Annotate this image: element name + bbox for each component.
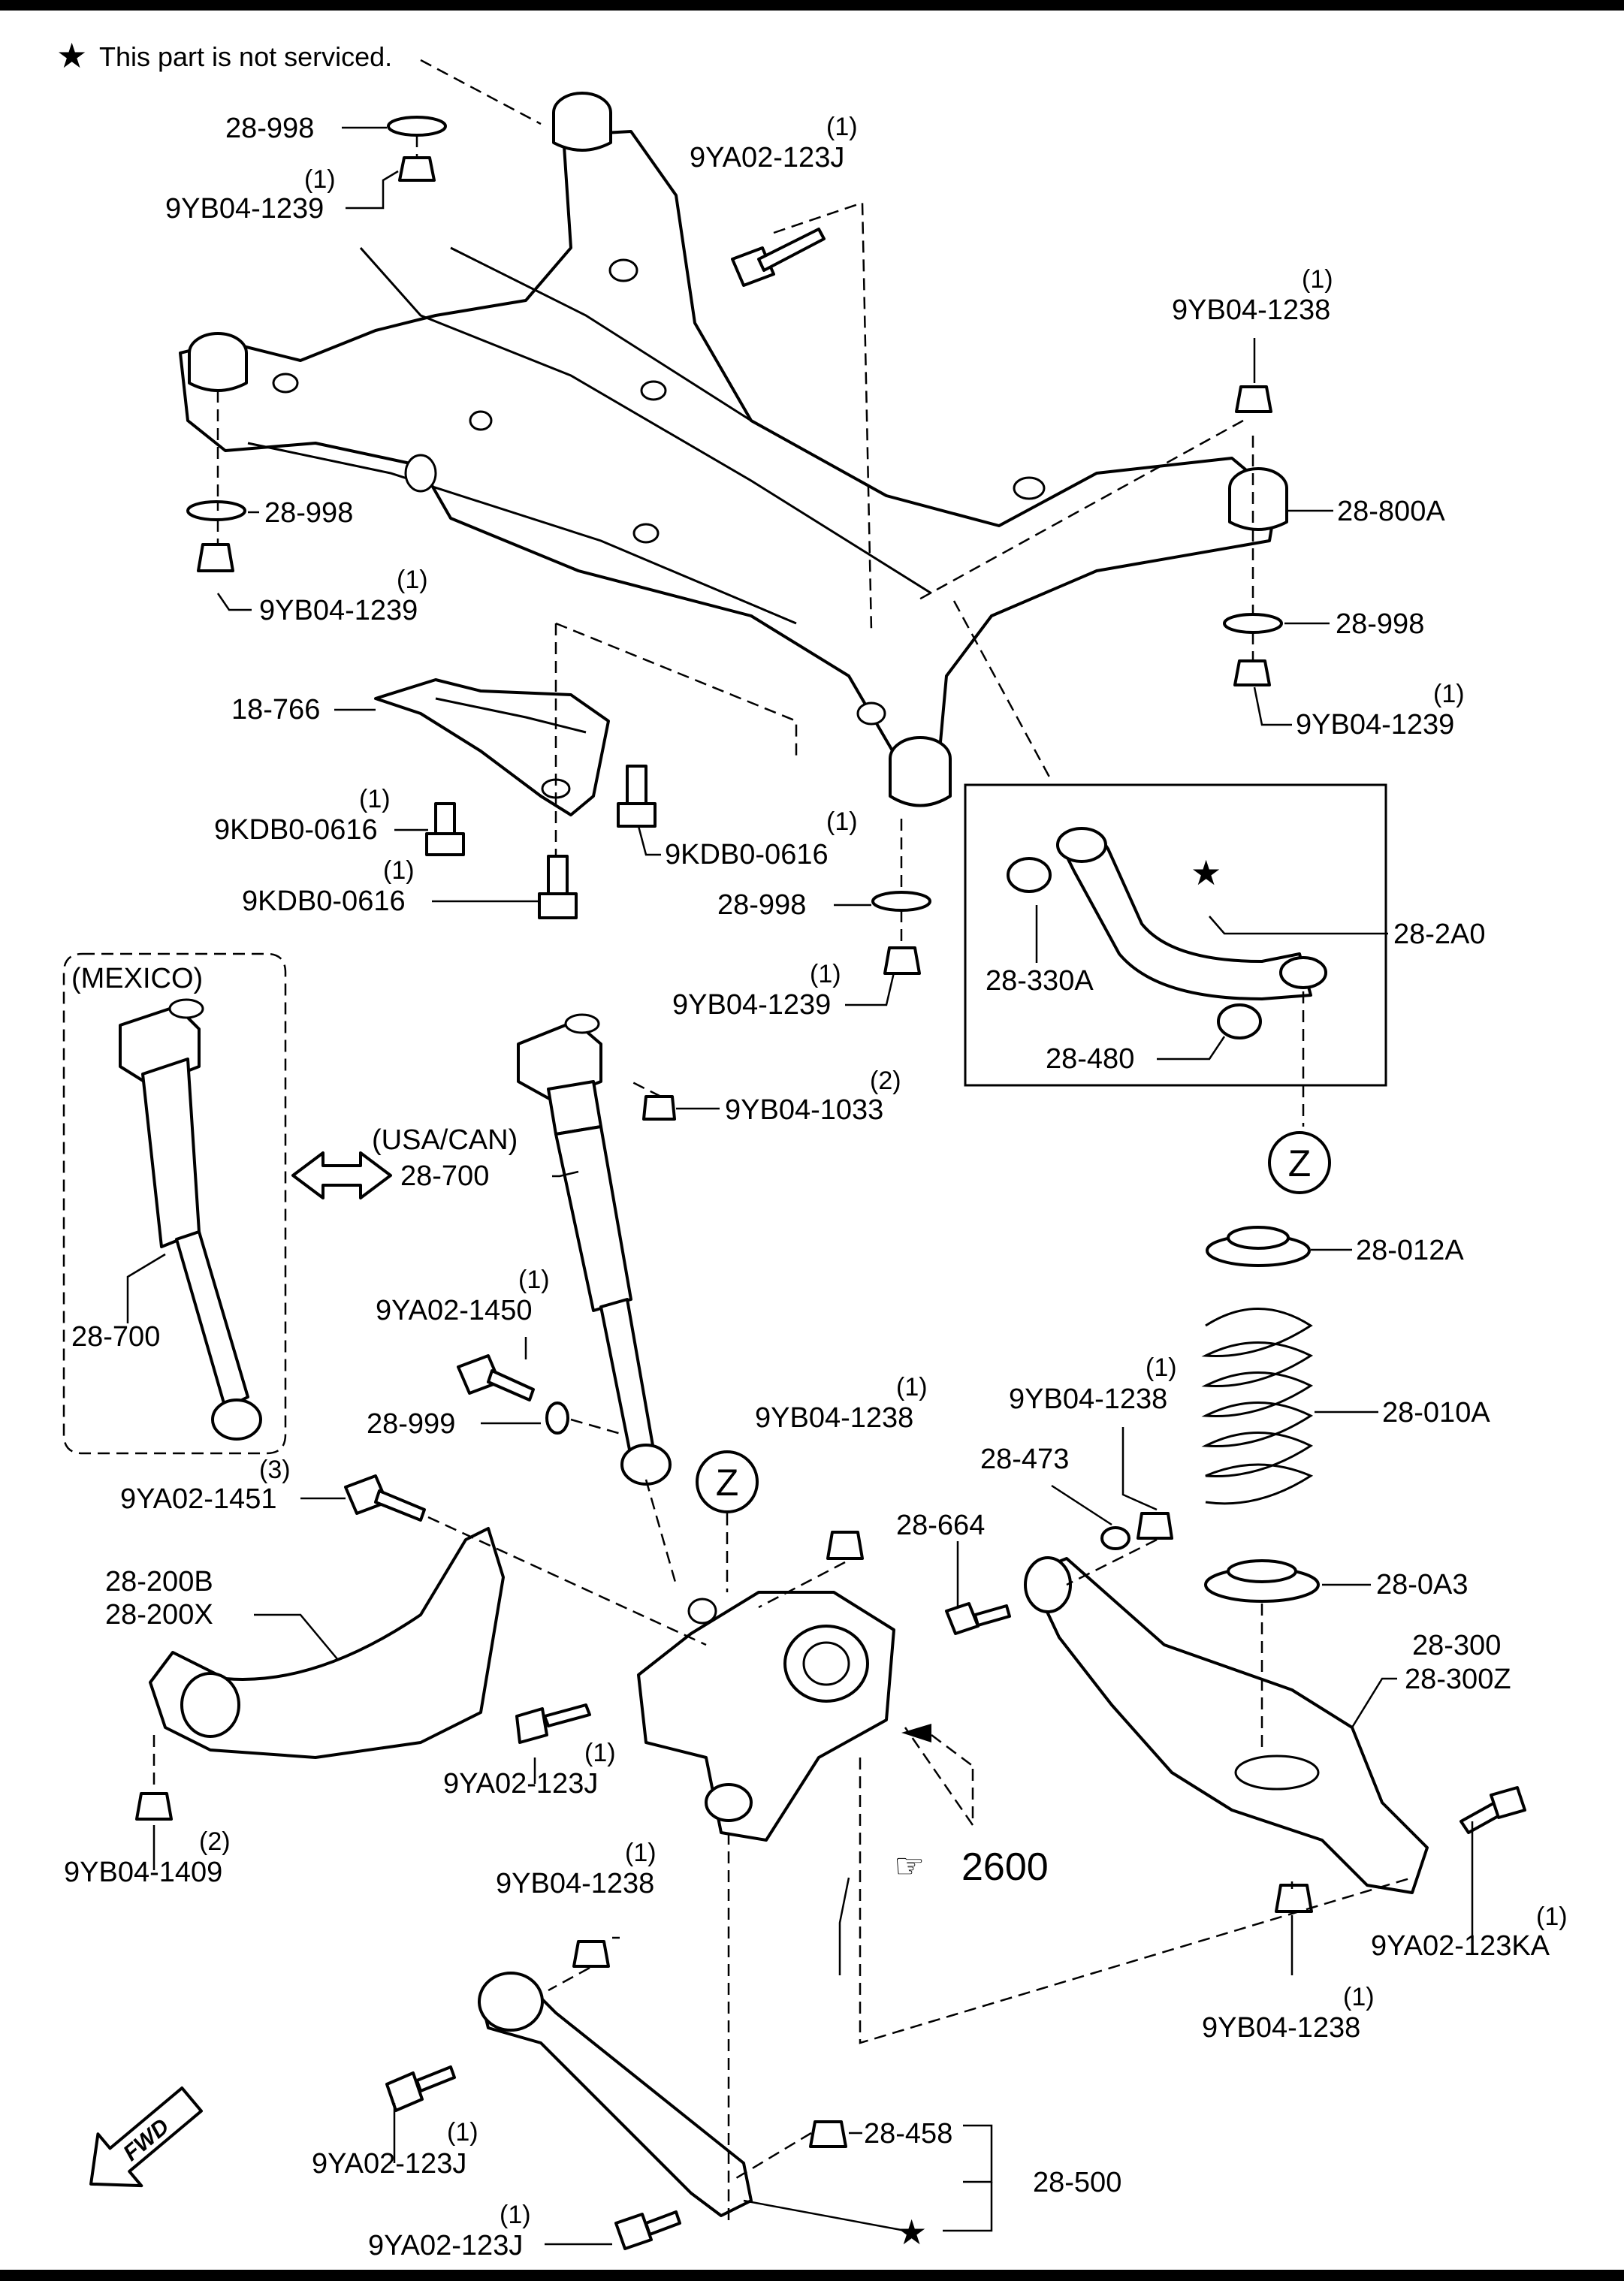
callout-part: 9YA02-123KA <box>1371 1930 1550 1962</box>
callout-part: 9YB04-1238 <box>1009 1383 1167 1415</box>
callout-qty: (1) <box>1302 265 1333 294</box>
callout-part: 28-998 <box>717 889 806 921</box>
callout-qty: (1) <box>304 165 336 194</box>
bottom-border <box>0 2270 1624 2281</box>
callout-qty: (2) <box>870 1067 901 1095</box>
callout-qty: (1) <box>584 1739 616 1767</box>
callout-part: 28-998 <box>1336 608 1424 640</box>
callout-part: 28-800A <box>1337 496 1445 527</box>
coil-spring-assembly <box>1201 1226 1320 1603</box>
callout-qty: (1) <box>397 566 428 594</box>
callout-part: 9YB04-1239 <box>165 193 324 225</box>
callout-qty: (1) <box>383 856 415 885</box>
callout-qty: (1) <box>1343 1983 1375 2011</box>
callout-qty: (1) <box>826 113 858 141</box>
callout-part: 9YA02-1450 <box>376 1295 532 1326</box>
trailing-link-28-200B <box>135 1474 505 1821</box>
callout-part: 9YA02-123J <box>443 1768 598 1800</box>
callout-part: 9YB04-1409 <box>64 1857 222 1888</box>
star-icon-upper-arm: ★ <box>1191 853 1221 892</box>
upper-arm-kit-box <box>964 783 1387 1087</box>
mount-hardware <box>186 116 1283 975</box>
callout-part: 28-010A <box>1382 1397 1490 1429</box>
reference-hand-icon: ☞ <box>894 1846 925 1885</box>
callout-part: 28-0A3 <box>1376 1569 1469 1601</box>
reference-number: 2600 <box>961 1845 1049 1889</box>
region-arrow <box>291 1151 392 1199</box>
zone-marker-knuckle: Z <box>696 1450 759 1513</box>
shock-absorber-mexico <box>62 952 287 1455</box>
callout-qty: (3) <box>259 1456 291 1484</box>
leader-lines <box>126 126 1474 2246</box>
callout-part: 28-700 <box>71 1321 160 1353</box>
zone-marker-knuckle-label: Z <box>716 1462 739 1504</box>
callout-qty: (1) <box>625 1839 657 1867</box>
callout-part: 28-300 <box>1412 1630 1501 1661</box>
callout-part: 28-300Z <box>1405 1664 1511 1695</box>
callout-part: 28-998 <box>225 113 314 144</box>
service-note: This part is not serviced. <box>99 41 392 72</box>
assembly-lines <box>152 59 1413 2223</box>
callout-part: 9YA02-123J <box>690 142 844 173</box>
callout-qty: (1) <box>500 2201 531 2229</box>
callout-qty: (1) <box>896 1373 928 1401</box>
fwd-arrow: FWD <box>89 2086 203 2188</box>
callout-part: 9YA02-1451 <box>120 1483 276 1515</box>
star-icon-lateral-link: ★ <box>896 2213 927 2252</box>
callout-part: 18-766 <box>231 694 320 726</box>
callout-part: 9YB04-1033 <box>725 1094 883 1126</box>
zone-marker-top: Z <box>1268 1131 1331 1194</box>
callout-part: 28-999 <box>367 1408 455 1440</box>
zone-marker-top-label: Z <box>1288 1142 1312 1184</box>
callout-part: 28-200X <box>105 1599 213 1631</box>
shock-lower-bolt <box>457 1354 569 1435</box>
callout-part: 9KDB0-0616 <box>242 886 406 917</box>
callout-qty: (1) <box>1433 680 1465 708</box>
callout-part: 28-500 <box>1033 2167 1121 2198</box>
callout-part: 28-998 <box>264 497 353 529</box>
callout-part: 9YB04-1239 <box>1296 709 1454 741</box>
region-label-usa-can: (USA/CAN) <box>372 1124 518 1156</box>
star-icon: ★ <box>56 36 87 75</box>
callout-part: 9KDB0-0616 <box>214 814 378 846</box>
callout-qty: (1) <box>826 807 858 836</box>
callout-part: 9YB04-1238 <box>755 1402 913 1434</box>
callout-qty: (1) <box>810 960 841 988</box>
top-border <box>0 0 1624 11</box>
callout-qty: (1) <box>1146 1353 1177 1382</box>
callout-qty: (1) <box>518 1266 550 1294</box>
lateral-link-28-500 <box>385 1940 847 2250</box>
callout-qty: (1) <box>1536 1902 1568 1931</box>
callout-part: 9YA02-123J <box>312 2148 466 2180</box>
callout-qty: (1) <box>447 2118 478 2147</box>
callout-part: 9YB04-1238 <box>496 1868 654 1899</box>
callout-part: 9YB04-1239 <box>259 595 418 626</box>
knuckle <box>515 1531 895 1842</box>
callout-labels: 28-998 (1) 9YB04-1239 (1) 9YA02-123J (1)… <box>64 113 1568 2261</box>
shock-absorber-usa-can <box>517 1013 676 1486</box>
callout-part: 28-700 <box>400 1160 489 1192</box>
region-label-mexico: (MEXICO) <box>71 963 203 994</box>
crossmember <box>179 92 1288 807</box>
callout-qty: (1) <box>359 785 391 813</box>
lower-arm-28-300 <box>945 1512 1526 1913</box>
callout-part: 28-330A <box>986 965 1094 997</box>
callout-part: 9KDB0-0616 <box>665 839 829 870</box>
callout-part: 28-2A0 <box>1393 919 1486 950</box>
reference-arrowhead <box>901 1724 931 1742</box>
callout-part: 28-012A <box>1356 1235 1464 1266</box>
callout-part: 28-200B <box>105 1566 213 1598</box>
callout-part: 28-458 <box>864 2118 952 2150</box>
callout-part: 28-473 <box>980 1444 1069 1475</box>
callout-part: 9YB04-1238 <box>1202 2012 1360 2044</box>
callout-qty: (2) <box>199 1827 231 1856</box>
callout-part: 9YA02-123J <box>368 2230 523 2261</box>
callout-part: 28-664 <box>896 1510 985 1541</box>
bracket-18-766 <box>374 678 657 919</box>
callout-part: 9YB04-1239 <box>672 989 831 1021</box>
callout-part: 9YB04-1238 <box>1172 294 1330 326</box>
callout-part: 28-480 <box>1046 1043 1134 1075</box>
